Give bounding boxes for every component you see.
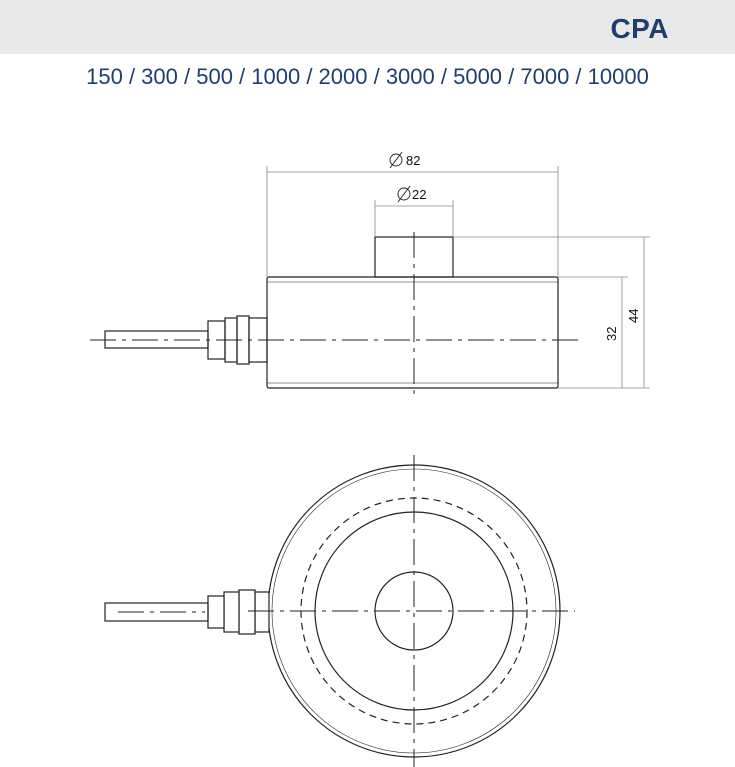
side-center-lines (90, 232, 580, 395)
dim-outer-diameter: 82 (406, 153, 420, 168)
header-bar (0, 0, 735, 54)
side-body (266, 276, 559, 389)
capacity-list: 150 / 300 / 500 / 1000 / 2000 / 3000 / 5… (86, 64, 649, 89)
diameter-icon (397, 185, 411, 203)
top-center-lines (118, 455, 575, 767)
dim-boss-diameter: 22 (412, 187, 426, 202)
side-view (90, 232, 580, 395)
top-view (104, 455, 575, 767)
side-dimensions (266, 166, 650, 389)
diameter-icon (389, 151, 403, 169)
top-cable (104, 602, 209, 622)
dim-body-height: 32 (604, 327, 619, 341)
top-cable-gland (207, 589, 270, 635)
product-code: CPA (610, 13, 669, 44)
dim-total-height: 44 (626, 309, 641, 323)
